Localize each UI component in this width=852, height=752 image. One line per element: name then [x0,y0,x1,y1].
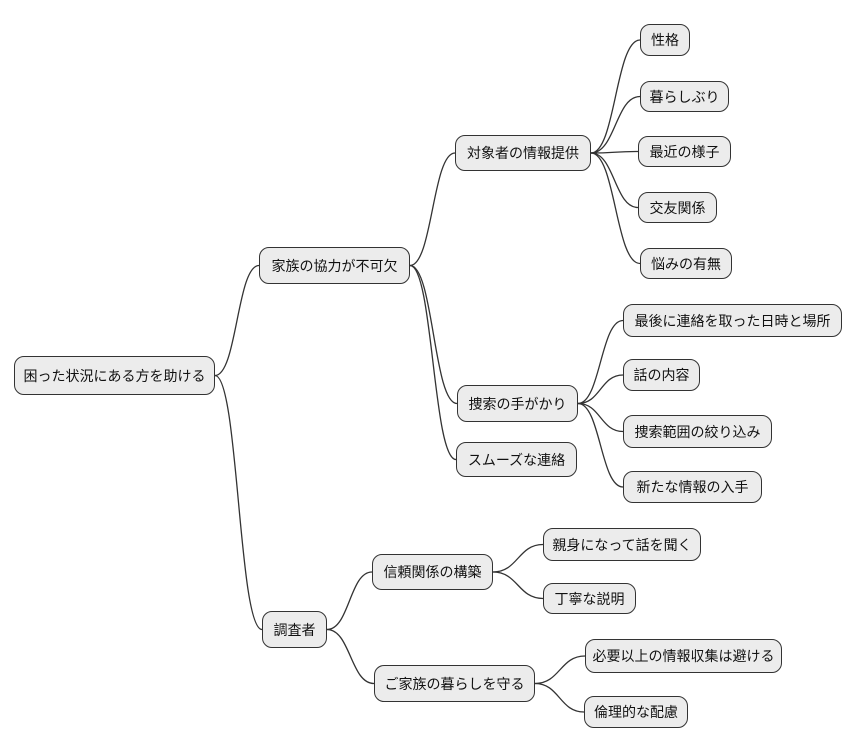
mindmap-node-shinrai: 信頼関係の構築 [372,554,493,590]
edge-sousaku-arata [577,402,624,488]
node-label: 困った状況にある方を助ける [23,367,206,384]
node-label: 捜索の手がかり [468,395,567,412]
mindmap-node-arata: 新たな情報の入手 [623,471,762,503]
node-label: 倫理的な配慮 [594,704,678,720]
node-label: 必要以上の情報収集は避ける [592,648,775,664]
node-label: 話の内容 [633,367,690,383]
mindmap-node-gokazoku: ご家族の暮らしを守る [374,665,535,702]
mindmap-node-taishousha: 対象者の情報提供 [455,135,591,171]
node-label: 暮らしぶり [649,88,720,105]
mindmap-node-hanashi: 話の内容 [623,359,700,391]
node-label: 最近の様子 [649,143,720,160]
edge-chousasha-shinrai [326,571,373,631]
node-label: 捜索範囲の絞り込み [634,423,761,440]
edge-root-chousasha [214,374,263,631]
mindmap-node-shinmi: 親身になって話を聞く [543,528,701,561]
edge-taishousha-nayami [590,152,641,265]
edge-shinrai-shinmi [492,543,544,573]
edge-gokazoku-hitsuyou [534,655,586,685]
edge-sousaku-saigo [577,319,624,405]
mindmap-node-seikaku: 性格 [640,24,690,56]
edge-taishousha-seikaku [590,39,641,154]
node-label: 悩みの有無 [651,255,721,272]
edge-taishousha-kurashi [590,95,641,154]
mindmap-node-hitsuyou: 必要以上の情報収集は避ける [585,639,782,673]
edge-kazoku-sousaku [409,264,458,405]
edge-taishousha-kouyuu [590,152,639,209]
mindmap-node-rinri: 倫理的な配慮 [584,696,688,728]
node-label: 調査者 [273,621,316,638]
edge-kazoku-smooth [409,264,457,461]
edge-chousasha-gokazoku [326,628,375,685]
node-label: 新たな情報の入手 [636,479,749,495]
node-label: ご家族の暮らしを守る [384,675,525,692]
node-label: 交友関係 [649,199,706,216]
mindmap-node-saikin: 最近の様子 [638,136,731,167]
mindmap-node-chousasha: 調査者 [262,611,327,648]
mindmap-node-kazoku: 家族の協力が不可欠 [259,247,410,284]
mindmap-node-kurashi: 暮らしぶり [640,81,729,112]
edge-sousaku-hanashi [577,374,624,405]
mindmap-node-hani: 捜索範囲の絞り込み [623,415,772,448]
edge-taishousha-saikin [590,150,639,154]
edge-gokazoku-rinri [534,682,585,713]
node-label: 対象者の情報提供 [467,145,579,161]
node-label: 性格 [651,32,679,48]
mindmap-node-teinei: 丁寧な説明 [543,583,636,614]
edge-kazoku-taishousha [409,152,456,267]
mindmap-node-sousaku: 捜索の手がかり [457,385,578,422]
mindmap-node-smooth: スムーズな連絡 [456,442,577,477]
edge-root-kazoku [214,264,260,377]
node-label: 親身になって話を聞く [552,536,692,553]
node-label: スムーズな連絡 [467,451,566,468]
node-label: 信頼関係の構築 [383,564,482,580]
mindmap-node-nayami: 悩みの有無 [640,248,732,279]
mindmap-node-kouyuu: 交友関係 [638,192,717,223]
edge-shinrai-teinei [492,571,544,600]
node-label: 家族の協力が不可欠 [271,257,398,274]
node-label: 最後に連絡を取った日時と場所 [634,312,831,329]
mindmap-node-saigo: 最後に連絡を取った日時と場所 [623,304,842,337]
mindmap-node-root: 困った状況にある方を助ける [14,356,215,395]
node-label: 丁寧な説明 [554,590,625,607]
edge-sousaku-hani [577,402,624,433]
